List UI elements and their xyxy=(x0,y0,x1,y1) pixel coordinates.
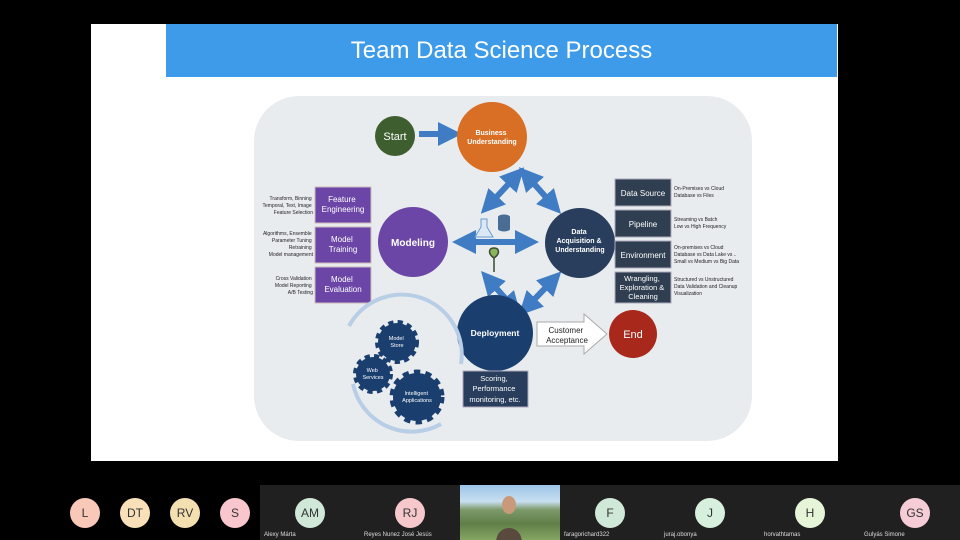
start-node xyxy=(375,116,415,156)
feature-engineering-box xyxy=(314,186,372,224)
model-evaluation-box xyxy=(314,266,372,304)
environment-notes: On-premises vs Cloud Database vs Data La… xyxy=(674,245,739,265)
participant-video[interactable] xyxy=(460,485,560,540)
avatar: H xyxy=(795,498,825,528)
end-node xyxy=(609,310,657,358)
deployment-node xyxy=(457,295,533,371)
avatar: AM xyxy=(295,498,325,528)
pipeline-label: Pipeline xyxy=(629,220,658,229)
avatar: RV xyxy=(170,498,200,528)
plant-icon xyxy=(488,247,500,272)
participant-tile[interactable]: RJ Reyes Nunez José Jesús xyxy=(360,485,460,540)
model-evaluation-notes: Cross Validation Model Reporting A/B Tes… xyxy=(275,276,313,296)
avatar: GS xyxy=(900,498,930,528)
participant-strip: L DT RV S AM Alexy Márta RJ Reyes Nunez José Je… xyxy=(0,485,960,540)
business-understanding-node xyxy=(457,102,527,172)
customer-acceptance-label: Customer Acceptance xyxy=(546,326,588,345)
model-training-notes: Algorithms, Ensemble Parameter Tuning Re… xyxy=(263,231,314,258)
participant-tile[interactable]: S xyxy=(210,485,260,540)
wrangling-label: Wrangling, Exploration & Cleaning xyxy=(620,274,667,301)
flask-icon xyxy=(474,218,494,238)
avatar: F xyxy=(595,498,625,528)
deployment-label: Deployment xyxy=(471,328,520,338)
participant-tile[interactable]: GS Gulyás Simone xyxy=(860,485,960,540)
modeling-label: Modeling xyxy=(391,238,435,249)
start-label: Start xyxy=(383,131,406,143)
intelligent-applications-gear-icon xyxy=(389,369,445,425)
avatar: J xyxy=(695,498,725,528)
wrangling-notes: Structured vs Unstructured Data Validati… xyxy=(674,277,739,297)
arrow-business-modeling xyxy=(480,167,525,214)
pipeline-notes: Streaming vs Batch Low vs High Frequency xyxy=(674,217,727,230)
presenter-video-icon xyxy=(496,496,522,540)
web-services-label: Web Services xyxy=(362,368,383,381)
participant-tile[interactable]: RV xyxy=(160,485,210,540)
participant-tile[interactable]: L xyxy=(60,485,110,540)
end-label: End xyxy=(623,329,643,341)
avatar: DT xyxy=(120,498,150,528)
participant-name: Alexy Márta xyxy=(264,532,296,538)
avatar: S xyxy=(220,498,250,528)
participant-tile[interactable]: DT xyxy=(110,485,160,540)
business-understanding-label: Business Understanding xyxy=(467,130,516,146)
gears-group: Model Store Web Services Intelligent App… xyxy=(347,292,464,434)
intelligent-applications-label: Intelligent Applications xyxy=(402,391,432,404)
participant-name: Reyes Nunez José Jesús xyxy=(364,532,432,538)
data-source-box xyxy=(614,178,672,207)
web-services-gear-icon xyxy=(353,354,393,394)
wrangling-box xyxy=(614,271,672,304)
shared-slide: Team Data Science Process St xyxy=(91,24,838,461)
environment-box xyxy=(614,240,672,269)
participant-name: juraj.obonya xyxy=(664,532,697,538)
data-steps: Data Source On-Premises vs Cloud Databas… xyxy=(614,178,739,304)
feature-engineering-label: Feature Engineering xyxy=(322,195,365,214)
participant-tile[interactable]: AM Alexy Márta xyxy=(260,485,360,540)
environment-label: Environment xyxy=(621,251,667,260)
customer-acceptance-arrow xyxy=(536,312,608,356)
data-acquisition-label: Data Acquisition & Understanding xyxy=(555,229,604,254)
slide-title: Team Data Science Process xyxy=(166,24,837,77)
model-training-label: Model Training xyxy=(329,235,358,254)
model-training-box xyxy=(314,226,372,264)
data-source-label: Data Source xyxy=(621,189,666,198)
modeling-steps: Feature Engineering Transform, Binning T… xyxy=(263,186,372,304)
avatar: L xyxy=(70,498,100,528)
participant-name: faragorichard322 xyxy=(564,532,610,538)
model-evaluation-label: Model Evaluation xyxy=(324,275,361,294)
tdsp-diagram: Start Business Understanding Data Acquis… xyxy=(254,96,752,441)
data-acquisition-node xyxy=(545,208,615,278)
scoring-box xyxy=(462,370,529,408)
scoring-label: Scoring, Performance monitoring, etc. xyxy=(469,374,520,404)
modeling-node xyxy=(378,207,448,277)
model-store-label: Model Store xyxy=(389,336,406,349)
center-icons xyxy=(474,214,510,272)
participant-name: Gulyás Simone xyxy=(864,532,905,538)
model-store-gear-icon xyxy=(375,320,419,364)
avatar: RJ xyxy=(395,498,425,528)
data-source-notes: On-Premises vs Cloud Database vs Files xyxy=(674,186,725,199)
arrow-acquisition-deployment xyxy=(518,271,562,316)
participant-name: horvathtamas xyxy=(764,532,801,538)
arrow-business-acquisition xyxy=(518,167,562,214)
pipeline-box xyxy=(614,209,672,238)
feature-engineering-notes: Transform, Binning Temporal, Text, Image… xyxy=(263,196,314,216)
